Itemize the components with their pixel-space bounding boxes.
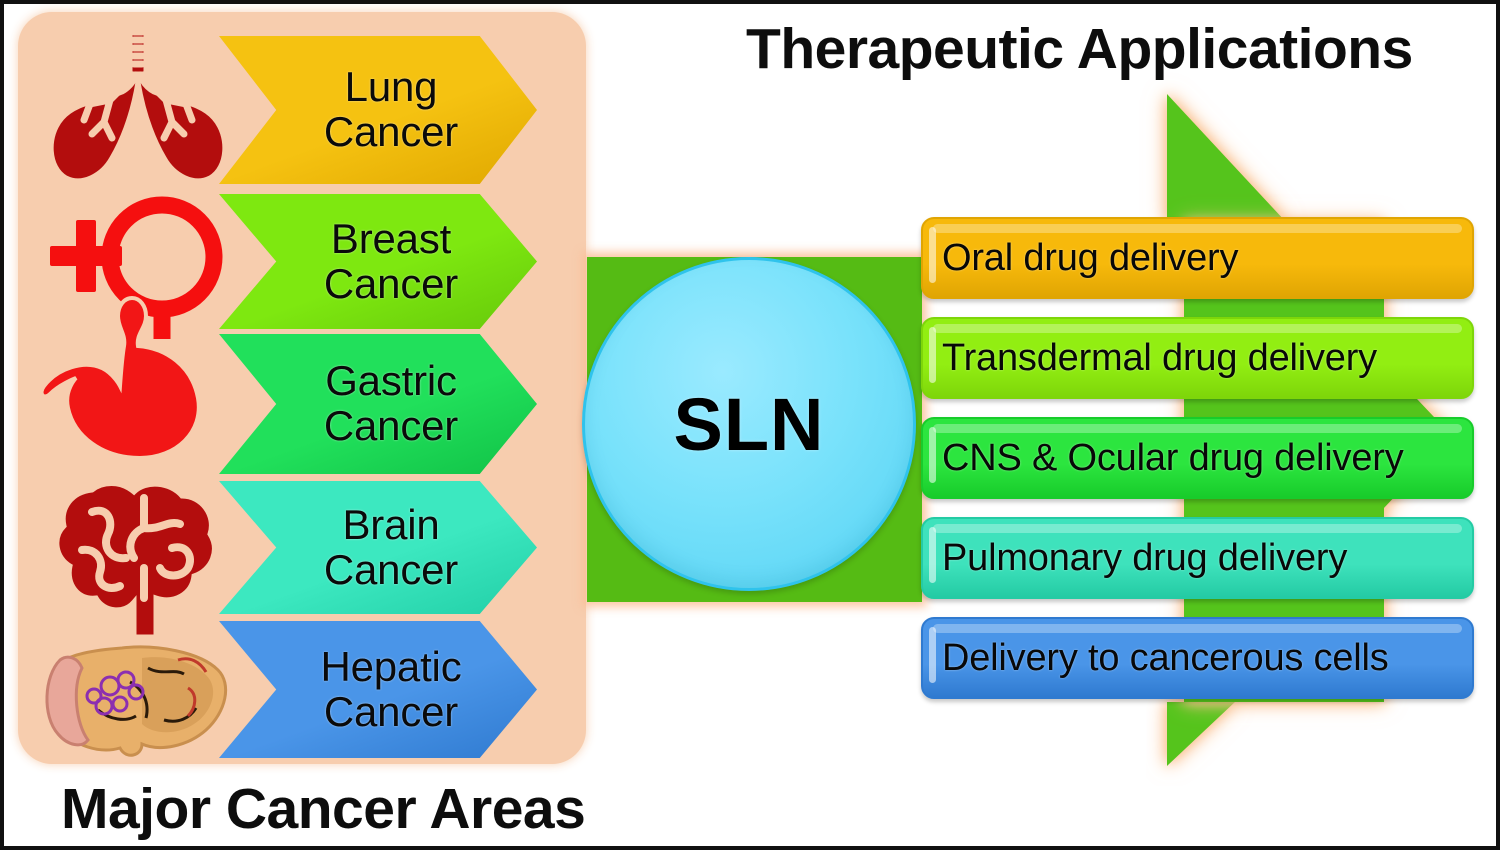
application-pill-label: Transdermal drug delivery	[942, 336, 1377, 379]
cancer-chevron-label-2: Cancer	[323, 108, 459, 155]
liver-icon	[45, 645, 228, 757]
cancer-chevron-label-2: Cancer	[323, 545, 459, 593]
application-pill-label: Oral drug delivery	[942, 236, 1239, 279]
female-symbol-icon	[50, 196, 223, 339]
cancer-chevron-label-2: Cancer	[323, 402, 459, 449]
application-pill-3[interactable]: CNS & Ocular drug delivery	[921, 417, 1474, 499]
cancer-chevron-label-1: Hepatic	[320, 642, 462, 690]
stomach-icon	[39, 295, 201, 461]
cancer-chevron-label-2: Cancer	[323, 687, 459, 735]
cancer-chevron-label-1: Gastric	[325, 357, 457, 405]
application-pill-1[interactable]: Oral drug delivery	[921, 217, 1474, 299]
sln-hub: SLN	[582, 257, 916, 591]
cancer-chevron-label-1: Brain	[342, 500, 440, 548]
major-cancer-areas-title: Major Cancer Areas	[61, 777, 586, 841]
lungs-icon	[48, 26, 228, 184]
sln-label: SLN	[673, 382, 825, 466]
cancer-chevron-label-1: Lung	[344, 63, 438, 111]
brain-icon	[54, 481, 217, 637]
application-pill-2[interactable]: Transdermal drug delivery	[921, 317, 1474, 399]
therapeutic-applications-title: Therapeutic Applications	[746, 17, 1413, 81]
application-pill-label: CNS & Ocular drug delivery	[942, 436, 1404, 479]
application-pill-4[interactable]: Pulmonary drug delivery	[921, 517, 1474, 599]
cancer-chevron-label-2: Cancer	[323, 259, 459, 307]
application-pill-label: Delivery to cancerous cells	[942, 636, 1389, 679]
cancer-chevron-label-1: Breast	[330, 214, 452, 262]
application-pill-label: Pulmonary drug delivery	[942, 536, 1348, 579]
application-pill-5[interactable]: Delivery to cancerous cells	[921, 617, 1474, 699]
